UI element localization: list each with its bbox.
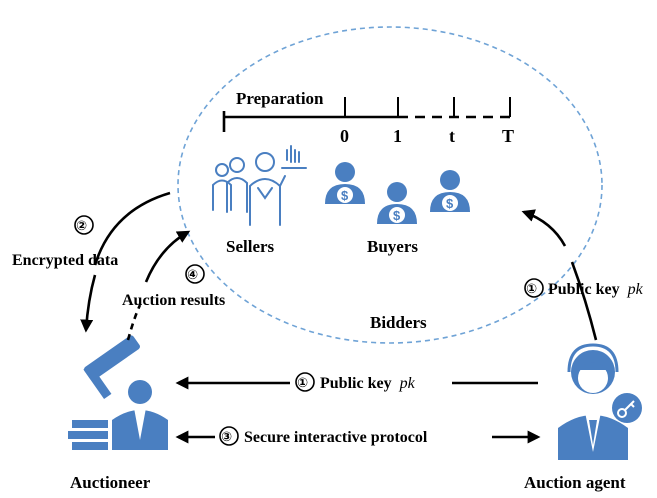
bidders-group-ellipse [177, 26, 603, 344]
public-key-to-bidders-arrow [570, 261, 598, 341]
pk-var-auctioneer: pk [399, 375, 416, 392]
buyer-dollar-icon: $ [325, 162, 365, 204]
pk-var-bidders: pk [627, 281, 644, 298]
bidders-label: Bidders [370, 313, 427, 332]
sellers-icon [212, 145, 307, 226]
tick-label-T: T [502, 126, 514, 146]
svg-text:Public key pk: Public key pk [548, 281, 644, 298]
step-1-number-auctioneer: ① [297, 375, 308, 390]
encrypted-data-arrow [93, 191, 171, 266]
step-3-number: ③ [221, 429, 232, 444]
svg-text:$: $ [341, 188, 349, 203]
timeline: Preparation 0 1 t T [222, 89, 514, 146]
buyers-label: Buyers [367, 237, 418, 256]
step-4-number: ④ [187, 267, 198, 282]
tick-label-t: t [449, 126, 455, 146]
auction-agent-label: Auction agent [524, 473, 626, 492]
buyer-dollar-icon: $ [377, 182, 417, 224]
buyer-dollar-icon: $ [430, 170, 470, 212]
step-1-number-bidders: ① [526, 281, 537, 296]
tick-label-0: 0 [340, 126, 349, 146]
public-key-label-bidders: Public key [548, 281, 620, 298]
encrypted-data-label: Encrypted data [12, 252, 118, 269]
auction-results-label: Auction results [122, 292, 225, 309]
public-key-label-auctioneer: Public key [320, 375, 392, 392]
secure-protocol-label: Secure interactive protocol [244, 429, 428, 446]
auctioneer-gavel-icon [68, 335, 168, 450]
key-icon [612, 393, 642, 423]
preparation-label: Preparation [236, 89, 324, 108]
auctioneer-label: Auctioneer [70, 473, 151, 492]
sellers-label: Sellers [226, 237, 275, 256]
auction-results-arrow [126, 304, 142, 341]
svg-text:$: $ [446, 196, 454, 211]
auction-agent-icon [558, 343, 628, 460]
svg-text:$: $ [393, 208, 401, 223]
step-2-number: ② [76, 218, 87, 233]
svg-text:Public key pk: Public key pk [320, 375, 416, 392]
tick-label-1: 1 [393, 126, 402, 146]
